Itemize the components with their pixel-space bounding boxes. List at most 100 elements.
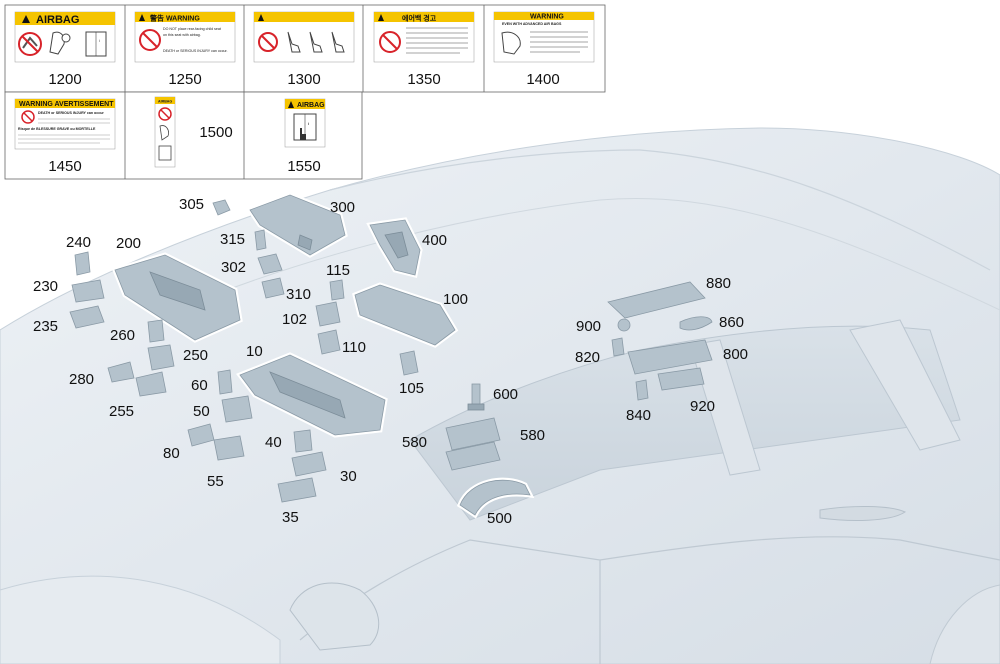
text-lines bbox=[18, 118, 110, 144]
label-part-number: 1200 bbox=[48, 71, 81, 88]
svg-text:i: i bbox=[99, 39, 100, 43]
label-header: WARNING AVERTISSEMENT bbox=[19, 101, 114, 108]
label-part-number: 1250 bbox=[168, 71, 201, 88]
label-line: Risque de BLESSURE GRAVE ou MORTELLE bbox=[18, 127, 96, 131]
clip-260 bbox=[147, 319, 165, 343]
callout: 920 bbox=[690, 398, 715, 415]
clip-240 bbox=[74, 251, 91, 276]
label-part-number: 1500 bbox=[199, 124, 232, 141]
label-line: DO NOT place rear-facing child seat bbox=[163, 27, 221, 31]
finger-pointer-icon bbox=[300, 128, 306, 140]
label-part-number: 1400 bbox=[526, 71, 559, 88]
mount-302 bbox=[257, 253, 283, 275]
callout: 235 bbox=[33, 318, 58, 335]
mount-310 bbox=[261, 277, 285, 299]
car-door-line-rear bbox=[599, 536, 1000, 561]
callout: 580 bbox=[520, 427, 545, 444]
callout: 50 bbox=[193, 403, 210, 420]
label-header: AIRBAG bbox=[297, 102, 325, 109]
warning-triangle-icon bbox=[22, 15, 30, 23]
warning-triangle-icon bbox=[258, 14, 264, 21]
mount-110 bbox=[317, 329, 341, 355]
sun-visor-200 bbox=[111, 252, 243, 343]
clip-35 bbox=[277, 477, 317, 503]
label-part-number: 1550 bbox=[287, 158, 320, 175]
no-child-seat-icon bbox=[258, 32, 278, 52]
clip-230 bbox=[71, 279, 105, 303]
callout: 102 bbox=[282, 311, 307, 328]
car-roof-line bbox=[199, 197, 1000, 311]
callout: 30 bbox=[340, 468, 357, 485]
callout: 860 bbox=[719, 314, 744, 331]
callout: 302 bbox=[221, 259, 246, 276]
no-child-seat-icon bbox=[379, 31, 401, 53]
mount-102 bbox=[315, 301, 341, 327]
label-1250: 警告 WARNING DO NOT place rear-facing chil… bbox=[134, 11, 236, 88]
label-table: AIRBAG i 1200 警告 WARNING bbox=[4, 4, 606, 180]
label-part-number: 1350 bbox=[407, 71, 440, 88]
label-subheader: EVEN WITH ADVANCED AIR BAGS bbox=[502, 22, 562, 26]
label-1450: WARNING AVERTISSEMENT DEATH or SERIOUS I… bbox=[14, 98, 116, 175]
seat-airbag-icon bbox=[49, 31, 71, 55]
mount-30 bbox=[291, 451, 327, 477]
callout: 60 bbox=[191, 377, 208, 394]
car-lower-body bbox=[0, 575, 281, 664]
bracket-580-lower bbox=[445, 441, 501, 471]
label-1200: AIRBAG i 1200 bbox=[14, 11, 116, 88]
callout: 315 bbox=[220, 231, 245, 248]
sun-visor-10 bbox=[236, 352, 388, 438]
label-line: DEATH or SERIOUS INJURY can occur. bbox=[163, 49, 228, 53]
clip-235 bbox=[69, 305, 105, 329]
car-b-pillar bbox=[689, 339, 761, 476]
label-1550: AIRBAG i 1550 bbox=[284, 98, 326, 175]
callout: 10 bbox=[246, 343, 263, 360]
manual-icon: i bbox=[85, 31, 107, 57]
callout: 115 bbox=[326, 262, 350, 279]
clip-250 bbox=[147, 344, 175, 371]
cap-900 bbox=[617, 318, 631, 332]
no-child-seat-icon bbox=[139, 29, 161, 51]
callout: 880 bbox=[706, 275, 731, 292]
manual-icon bbox=[158, 145, 172, 161]
callout: 300 bbox=[330, 199, 355, 216]
clip-55 bbox=[213, 435, 245, 461]
callout: 255 bbox=[109, 403, 134, 420]
mount-50 bbox=[221, 395, 253, 423]
label-1300: 1300 bbox=[253, 11, 355, 88]
warning-triangle-icon bbox=[378, 14, 384, 21]
no-child-seat-icon bbox=[18, 32, 42, 56]
screw-600 bbox=[467, 383, 485, 411]
console-800 bbox=[627, 339, 713, 375]
label-header: AIRBAG bbox=[36, 14, 79, 26]
door-handle bbox=[819, 506, 907, 521]
callout: 305 bbox=[179, 196, 204, 213]
callout: 240 bbox=[66, 234, 91, 251]
no-child-seat-icon bbox=[21, 110, 35, 124]
clip-115 bbox=[329, 279, 345, 301]
seat-icon bbox=[331, 31, 345, 53]
text-lines bbox=[406, 27, 468, 54]
grab-handle-400 bbox=[366, 217, 423, 279]
callout: 310 bbox=[286, 286, 311, 303]
callout: 280 bbox=[69, 371, 94, 388]
callout: 100 bbox=[443, 291, 468, 308]
label-1500: AIRBAG 1500 bbox=[154, 96, 233, 168]
switch-920 bbox=[657, 367, 705, 391]
car-silhouette bbox=[0, 127, 1000, 664]
side-mirror bbox=[289, 582, 380, 651]
clip-820 bbox=[611, 337, 625, 357]
callout: 250 bbox=[183, 347, 208, 364]
callout: 900 bbox=[576, 318, 601, 335]
callout: 600 bbox=[493, 386, 518, 403]
warning-triangle-icon bbox=[288, 101, 294, 108]
label-header: 警告 WARNING bbox=[150, 14, 200, 23]
label-line: on this seat with airbag. bbox=[163, 33, 201, 37]
callout: 840 bbox=[626, 407, 651, 424]
clip-255 bbox=[135, 371, 167, 397]
clip-840 bbox=[635, 379, 649, 401]
label-line: DEATH or SERIOUS INJURY can occur bbox=[38, 111, 104, 115]
label-header: WARNING bbox=[530, 14, 564, 21]
label-1400: WARNING EVEN WITH ADVANCED AIR BAGS 1400 bbox=[493, 11, 595, 88]
warning-triangle-icon bbox=[139, 14, 145, 21]
grab-handle-500 bbox=[456, 477, 535, 519]
